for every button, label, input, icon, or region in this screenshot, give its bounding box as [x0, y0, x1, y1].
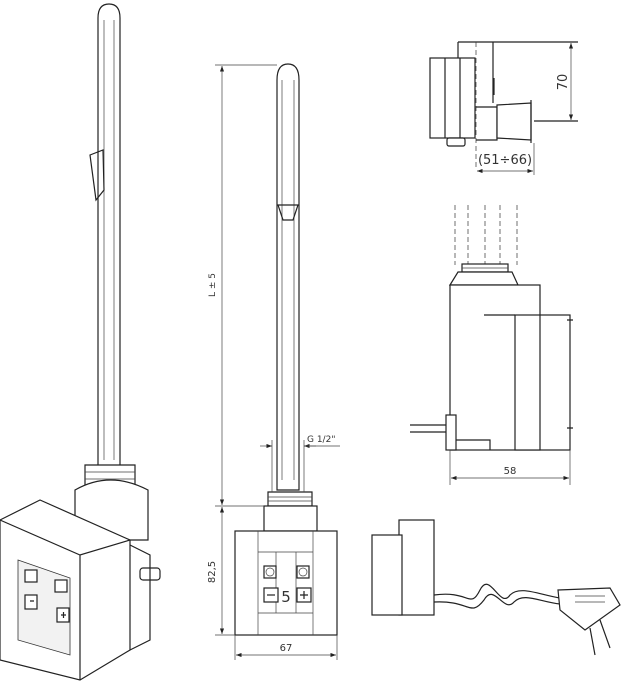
length-label: L ± 5 — [208, 273, 218, 297]
side-view: 58 — [410, 205, 573, 485]
heating-rod — [97, 3, 121, 471]
display-digit: 5 — [281, 588, 291, 606]
controller-front — [234, 530, 338, 636]
wall-distance-label: (51÷66) — [478, 153, 532, 168]
wall-mount — [496, 102, 532, 141]
heating-rod-front — [276, 63, 300, 491]
power-cable — [433, 583, 561, 600]
power-plug — [557, 587, 621, 631]
side-view-wall: 70 (51÷66) — [429, 41, 578, 175]
collar — [263, 505, 318, 532]
front-view: 5 L ± 5 82,5 67 G 1/2" — [207, 63, 340, 660]
depth-label: 58 — [504, 466, 517, 477]
perspective-view — [0, 3, 161, 681]
wall-height-label: 70 — [556, 74, 571, 91]
cable-view — [371, 519, 621, 656]
thread-label: G 1/2" — [307, 435, 335, 445]
height-label: 82,5 — [207, 561, 218, 583]
width-label: 67 — [280, 643, 293, 654]
thread — [267, 491, 313, 507]
